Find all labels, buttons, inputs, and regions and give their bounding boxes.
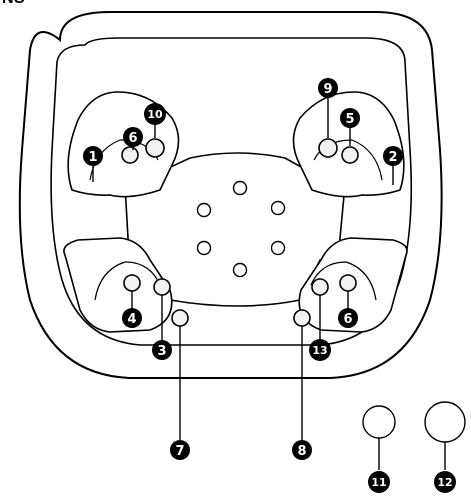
- hub-hole: [270, 240, 286, 256]
- button-7[interactable]: [171, 309, 189, 327]
- callout-label: 6: [343, 312, 352, 327]
- callout-6-lower-right: 6: [338, 308, 358, 328]
- callout-badge: [434, 471, 456, 493]
- callout-10: 10: [144, 103, 166, 125]
- callout-badge: [83, 146, 103, 166]
- callout-label: 13: [312, 344, 327, 357]
- callout-badge: [309, 339, 331, 361]
- callout-label: 4: [127, 312, 136, 327]
- button-6-upper-left[interactable]: [121, 146, 139, 164]
- callout-badge: [123, 127, 143, 147]
- button-3[interactable]: [153, 278, 171, 296]
- callout-badge: [318, 78, 338, 98]
- callout-label: 3: [157, 344, 166, 359]
- callout-label: 10: [147, 108, 163, 121]
- header-text: NS: [2, 0, 25, 8]
- callout-badge: [292, 440, 312, 460]
- callout-label: 6: [128, 131, 137, 146]
- callout-label: 1: [88, 150, 97, 165]
- callout-badge: [338, 308, 358, 328]
- hub-hole: [270, 200, 286, 216]
- hub-hole: [196, 240, 212, 256]
- callout-3: 3: [152, 340, 172, 360]
- callout-2: 2: [383, 146, 403, 166]
- button-11-illustration: [362, 405, 396, 439]
- callout-badge: [170, 440, 190, 460]
- button-10[interactable]: [145, 138, 165, 158]
- callout-label: 5: [345, 112, 354, 127]
- button-9[interactable]: [318, 138, 338, 158]
- callout-7: 7: [170, 440, 190, 460]
- upper-right-grip: [292, 91, 405, 198]
- callout-11: 11: [368, 471, 390, 493]
- callout-6-upper-left: 6: [123, 127, 143, 147]
- callout-label: 2: [388, 150, 397, 165]
- callout-13: 13: [309, 339, 331, 361]
- callout-badge: [144, 103, 166, 125]
- lower-right-grip-contour: [310, 261, 377, 301]
- callout-label: 12: [437, 476, 452, 489]
- button-8[interactable]: [293, 309, 311, 327]
- callout-label: 9: [323, 82, 332, 97]
- callout-1: 1: [83, 146, 103, 166]
- button-12-illustration: [424, 401, 466, 443]
- button-5[interactable]: [341, 146, 359, 164]
- callout-badge: [383, 146, 403, 166]
- callout-label: 8: [297, 444, 306, 459]
- callout-label: 7: [175, 444, 184, 459]
- callout-12: 12: [434, 471, 456, 493]
- hub-hole: [232, 262, 248, 278]
- callout-8: 8: [292, 440, 312, 460]
- lower-left-grip-contour: [94, 261, 161, 301]
- callout-4: 4: [122, 308, 142, 328]
- button-4[interactable]: [123, 274, 141, 292]
- callout-badge: [122, 308, 142, 328]
- callout-badge: [368, 471, 390, 493]
- callout-badge: [340, 108, 360, 128]
- hub-hole: [232, 180, 248, 196]
- hub-hole: [196, 202, 212, 218]
- leader-lines: [92, 98, 446, 470]
- callout-badge: [152, 340, 172, 360]
- button-13[interactable]: [311, 278, 329, 296]
- button-6-lower-right[interactable]: [339, 274, 357, 292]
- callout-label: 11: [371, 476, 386, 489]
- callout-5: 5: [340, 108, 360, 128]
- callout-9: 9: [318, 78, 338, 98]
